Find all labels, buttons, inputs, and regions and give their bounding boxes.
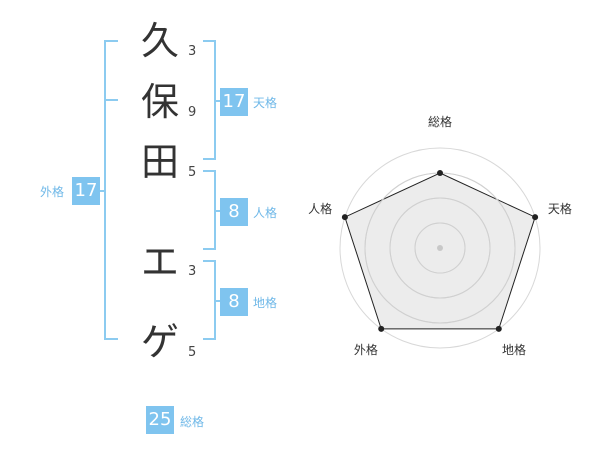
- radar-center-dot: [437, 245, 443, 251]
- jinkaku-bracket-bottom: [203, 248, 216, 250]
- name-char-1: 久: [140, 19, 179, 63]
- radar-point-4: [378, 325, 385, 332]
- gaikaku-label: 外格: [40, 185, 65, 199]
- chikaku-label: 地格: [253, 296, 278, 310]
- radar-point-5: [341, 214, 348, 221]
- jinkaku-bracket-top: [203, 170, 216, 172]
- name-char-4: エ: [140, 240, 179, 284]
- chikaku-badge: 8: [220, 288, 248, 316]
- name-char-5: ゲ: [140, 320, 179, 364]
- stroke-count-4: 3: [188, 264, 197, 279]
- gaikaku-bracket-connector: [98, 190, 106, 192]
- radar-axis-label-5: 人格: [308, 201, 332, 216]
- radar-inner-ring-1: [414, 222, 466, 274]
- radar-axis-label-1: 総格: [428, 114, 452, 129]
- soukaku-label: 総格: [180, 415, 205, 429]
- gaikaku-badge: 17: [72, 177, 100, 205]
- tenkaku-bracket-top: [203, 40, 216, 42]
- jinkaku-badge: 8: [220, 198, 248, 226]
- chikaku-bracket-bottom: [203, 338, 216, 340]
- stroke-count-5: 5: [188, 345, 197, 360]
- gaikaku-bracket-top: [104, 40, 118, 42]
- radar-point-2: [532, 214, 539, 221]
- radar-axis-label-4: 外格: [354, 342, 378, 357]
- gaikaku-bracket-bottom: [104, 338, 118, 340]
- jinkaku-label: 人格: [253, 206, 278, 220]
- stroke-count-3: 5: [188, 165, 197, 180]
- radar-point-3: [495, 325, 502, 332]
- tenkaku-bracket-connector: [214, 100, 220, 102]
- jinkaku-bracket-connector: [214, 210, 220, 212]
- chikaku-bracket-top: [203, 260, 216, 262]
- radar-axis-label-2: 天格: [548, 201, 572, 216]
- name-char-3: 田: [140, 140, 179, 184]
- gaikaku-bracket-mid: [104, 99, 118, 101]
- radar-point-1: [437, 170, 443, 176]
- tenkaku-label: 天格: [253, 96, 278, 110]
- stroke-count-2: 9: [188, 105, 197, 120]
- radar-axis-label-3: 地格: [502, 342, 526, 357]
- tenkaku-bracket-bottom: [203, 158, 216, 160]
- radar-inner-ring-2: [389, 197, 491, 299]
- stroke-count-1: 3: [188, 44, 197, 59]
- chikaku-bracket-connector: [214, 300, 220, 302]
- soukaku-badge: 25: [146, 406, 174, 434]
- name-char-2: 保: [140, 80, 179, 124]
- tenkaku-badge: 17: [220, 88, 248, 116]
